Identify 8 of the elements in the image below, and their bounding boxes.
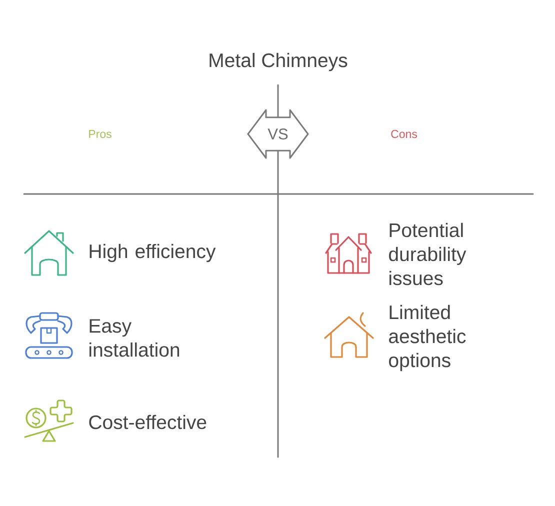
list-item-text: Potential durability issues: [389, 222, 466, 286]
title: Metal Chimneys: [210, 52, 348, 72]
list-item-text: High efficiency: [90, 244, 216, 262]
list-item-text: Limited aesthetic options: [389, 304, 466, 372]
column-heading: Cons: [391, 130, 417, 138]
list-item-text: Easy installation: [90, 319, 180, 357]
column-heading: Pros: [89, 130, 112, 138]
list-item-text: Cost-effective: [89, 414, 206, 430]
